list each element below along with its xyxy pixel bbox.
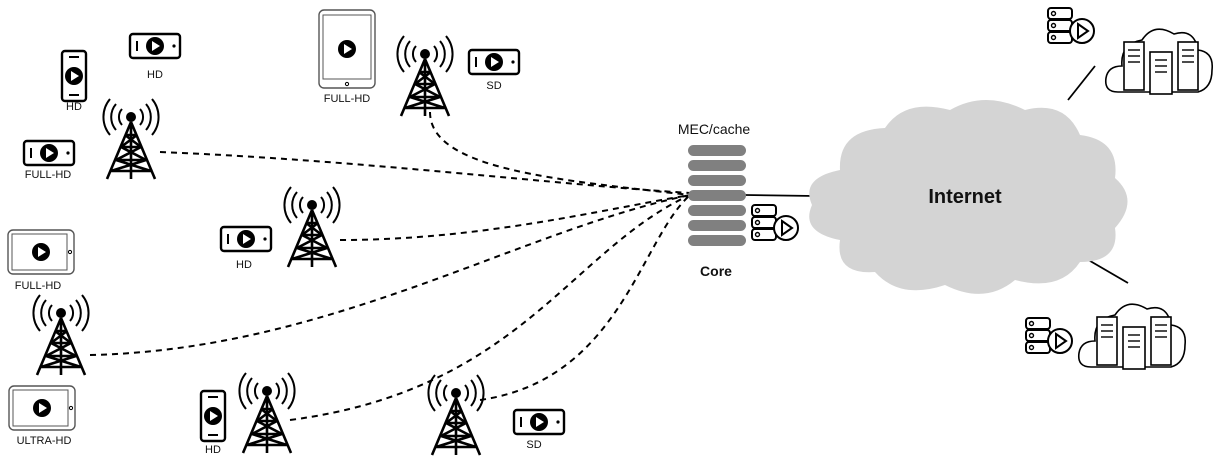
device-tablet-icon-4 xyxy=(319,10,375,88)
device-phone-icon-7 xyxy=(221,227,271,251)
top-cloud-datacenter-icon xyxy=(1104,28,1214,95)
tower-icon-6 xyxy=(427,373,485,457)
tower-icon-1 xyxy=(102,97,160,181)
backbone-links xyxy=(744,65,1129,284)
device-quality-label-7: HD xyxy=(236,259,252,271)
link-tower-4 xyxy=(89,194,691,356)
device-quality-label-2: HD xyxy=(147,69,163,81)
link-tower-5 xyxy=(289,194,691,421)
link-tower-6 xyxy=(479,194,691,401)
device-quality-label-5: FULL-HD xyxy=(15,280,62,292)
core-label: Core xyxy=(700,263,732,279)
device-phone-icon-6 xyxy=(469,50,519,74)
device-quality-label-6: SD xyxy=(486,80,501,92)
device-phone-icon-1 xyxy=(62,51,86,101)
device-phone-icon-2 xyxy=(130,34,180,58)
link-tower-1 xyxy=(159,151,691,194)
device-phone-icon-9 xyxy=(201,391,225,441)
device-phone-icon-3 xyxy=(24,141,74,165)
device-tablet-icon-8 xyxy=(9,386,75,430)
device-quality-label-3: FULL-HD xyxy=(25,169,72,181)
device-quality-label-10: SD xyxy=(526,439,541,451)
tower-icon-2 xyxy=(396,34,454,118)
internet-cloud-icon xyxy=(809,100,1128,294)
device-quality-label-9: HD xyxy=(205,444,221,456)
device-quality-label-4: FULL-HD xyxy=(324,93,371,105)
internet-label: Internet xyxy=(928,186,1002,208)
bottom-cloud-datacenter-icon xyxy=(1077,303,1187,370)
link-tower-2 xyxy=(429,111,691,196)
mec-cache-stack-icon xyxy=(688,145,746,246)
link-tower-3 xyxy=(339,194,691,241)
access-links xyxy=(89,111,691,421)
core-video-server-icon xyxy=(751,204,799,241)
device-quality-label-1: HD xyxy=(66,101,82,113)
tower-icon-5 xyxy=(238,371,296,455)
top-video-server-icon xyxy=(1047,7,1095,44)
tower-icon-3 xyxy=(283,185,341,269)
device-quality-label-8: ULTRA-HD xyxy=(17,435,72,447)
bottom-video-server-icon xyxy=(1025,317,1073,354)
tower-icon-4 xyxy=(32,293,90,377)
mec-cache-label: MEC/cache xyxy=(678,121,751,137)
device-tablet-icon-5 xyxy=(8,230,74,274)
device-phone-icon-10 xyxy=(514,410,564,434)
